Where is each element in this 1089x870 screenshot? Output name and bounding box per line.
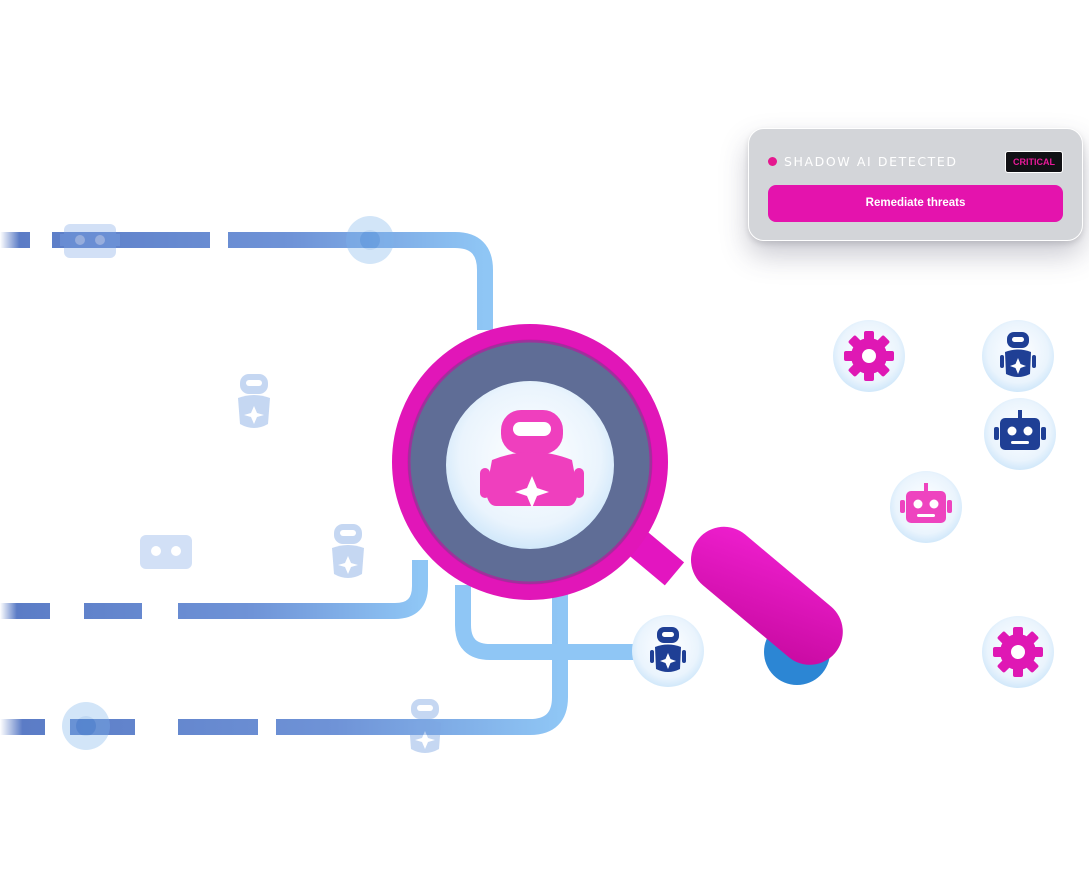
robot-icon <box>332 524 364 578</box>
scanned-robot-icon <box>480 410 584 508</box>
magnifier-icon <box>392 324 843 685</box>
gear-icon <box>982 616 1054 688</box>
gear-icon <box>833 320 905 392</box>
input-icons <box>60 216 394 750</box>
pipeline-5 <box>0 590 568 735</box>
severity-badge: CRITICAL <box>1005 151 1063 173</box>
gear-icon <box>346 216 394 264</box>
pipeline-4 <box>0 560 428 619</box>
robot-icon <box>632 615 704 687</box>
status-dot-icon <box>768 157 777 166</box>
robot-icon <box>409 699 441 753</box>
alert-header: SHADOW AI DETECTED CRITICAL <box>768 151 1063 173</box>
robot-icon <box>60 224 120 258</box>
robot-icon <box>890 471 962 543</box>
pipeline-1 <box>0 232 493 330</box>
shadow-ai-alert-card: SHADOW AI DETECTED CRITICAL Remediate th… <box>748 128 1083 241</box>
robot-icon <box>984 398 1056 470</box>
robot-icon <box>982 320 1054 392</box>
remediate-threats-button[interactable]: Remediate threats <box>768 185 1063 222</box>
alert-title: SHADOW AI DETECTED <box>784 154 958 169</box>
gear-icon <box>62 702 110 750</box>
output-icons <box>632 320 1056 688</box>
input-pipelines <box>0 232 640 735</box>
robot-icon <box>238 374 270 428</box>
robot-icon <box>140 535 192 569</box>
input-robot-icons <box>238 374 441 753</box>
pipeline-loop <box>455 585 640 660</box>
magnifier-handle <box>690 526 843 665</box>
